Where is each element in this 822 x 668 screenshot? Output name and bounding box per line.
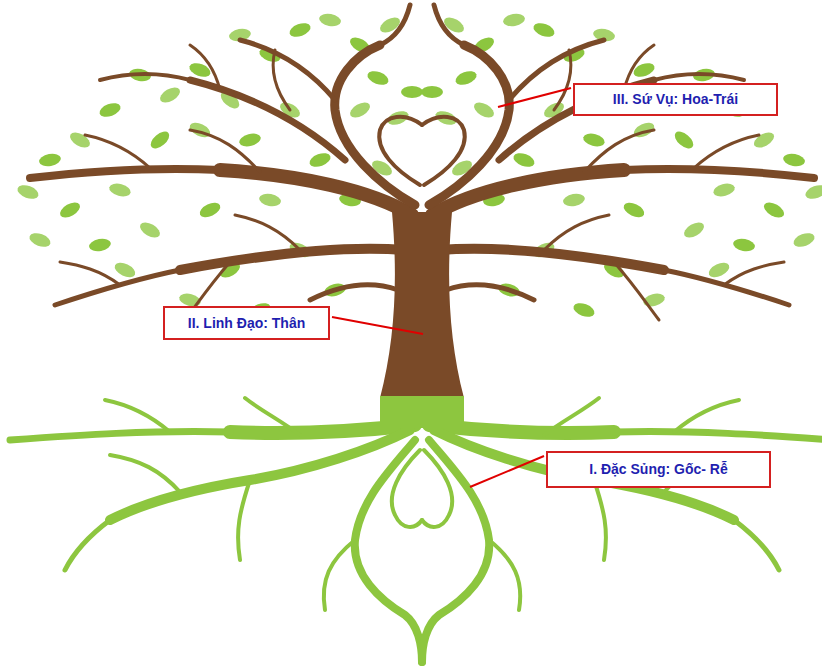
callout-box: III. Sứ Vụ: Hoa-Trái [573, 83, 778, 116]
leader-line [470, 456, 544, 487]
tree-trunk [380, 212, 464, 398]
leader-lines [332, 88, 571, 487]
leader-line [498, 88, 571, 107]
callout-label: II. Linh Đạo: Thân [188, 315, 305, 332]
tree-left-half [10, 5, 423, 662]
leader-line [332, 317, 423, 334]
callout-box: II. Linh Đạo: Thân [163, 306, 330, 340]
root-collar [380, 396, 464, 428]
callout-box: I. Đặc Sủng: Gốc- Rễ [546, 451, 771, 488]
tree-right-half [421, 5, 822, 662]
callout-label: I. Đặc Sủng: Gốc- Rễ [589, 461, 727, 478]
callout-label: III. Sứ Vụ: Hoa-Trái [613, 91, 738, 108]
